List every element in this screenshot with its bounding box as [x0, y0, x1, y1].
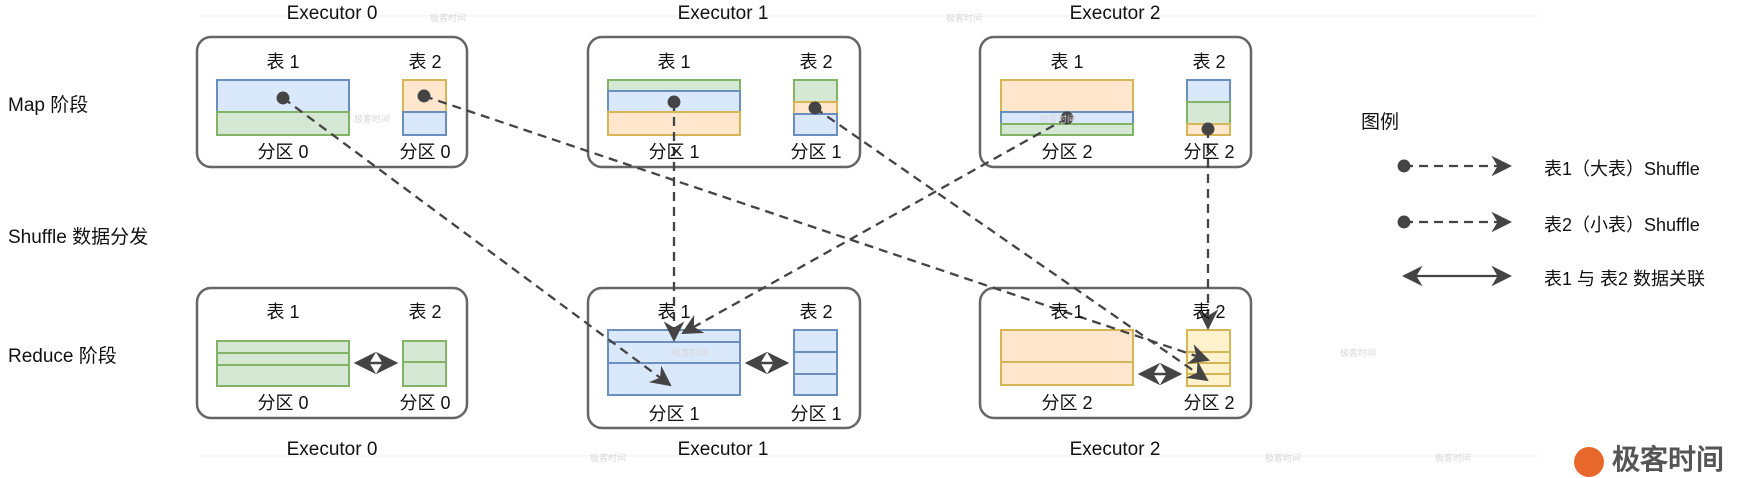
map-e1-table2-label: 表 2 — [799, 52, 833, 72]
map-e2-table1-partition-label: 分区 2 — [1041, 142, 1093, 162]
reduce-e1-table2-partition-label: 分区 1 — [790, 404, 842, 424]
map-e2-table1-partition2 — [1000, 79, 1134, 136]
reduce-e2-table1-partition2 — [1000, 329, 1134, 386]
reduce-e2-table2-label: 表 2 — [1192, 302, 1226, 322]
watermark: 极客时间 — [946, 13, 983, 23]
reduce-e0-table2-partition0 — [402, 340, 447, 387]
brand-logo-text: 极客时间 — [1612, 444, 1725, 475]
map-e0-table1-partition-label: 分区 0 — [257, 142, 309, 162]
stage-shuffle: Shuffle 数据分发 — [8, 227, 149, 248]
watermark: 极客时间 — [590, 453, 627, 463]
map-e2-table1-label: 表 1 — [1050, 52, 1084, 72]
reduce-e1-table1-label: 表 1 — [657, 302, 691, 322]
map-e0-table1-label: 表 1 — [266, 52, 300, 72]
reduce-e0-table2-partition-label: 分区 0 — [399, 393, 451, 413]
legend-item-big-table-shuffle: 表1（大表）Shuffle — [1544, 159, 1700, 179]
stage-map: Map 阶段 — [8, 95, 89, 116]
executor-2-top-title: Executor 2 — [1069, 3, 1161, 24]
reduce-e2-table1-partition-label: 分区 2 — [1041, 393, 1093, 413]
shuffle-join-diagram — [195, 15, 1540, 457]
reduce-e2-table1-label: 表 1 — [1050, 302, 1084, 322]
executor-1-top-title: Executor 1 — [677, 3, 769, 24]
legend-marks — [1397, 155, 1513, 287]
legend-item-small-table-shuffle: 表2（小表）Shuffle — [1544, 215, 1700, 235]
legend-title: 图例 — [1361, 112, 1400, 133]
watermark: 极客时间 — [672, 348, 709, 358]
map-e2-table2-label: 表 2 — [1192, 52, 1226, 72]
reduce-e2-table2-partition-label: 分区 2 — [1183, 393, 1235, 413]
map-e2-table2-partition-label: 分区 2 — [1183, 142, 1235, 162]
watermark: 极客时间 — [430, 13, 467, 23]
reduce-e0-table1-partition-label: 分区 0 — [257, 393, 309, 413]
reduce-e1-table2-partition1 — [793, 329, 838, 396]
legend-item-join: 表1 与 表2 数据关联 — [1544, 269, 1706, 289]
executor-1-bottom-title: Executor 1 — [677, 439, 769, 460]
brand-logo: 极客时间 — [1574, 438, 1724, 478]
map-e0-table2-label: 表 2 — [408, 52, 442, 72]
executor-0-top-title: Executor 0 — [286, 3, 378, 24]
reduce-e0-table1-label: 表 1 — [266, 302, 300, 322]
map-e0-table1-partition0 — [216, 79, 350, 136]
watermark: 极客时间 — [1435, 453, 1472, 463]
map-e1-table2-partition-label: 分区 1 — [790, 142, 842, 162]
watermark: 极客时间 — [1265, 453, 1302, 463]
watermark: 极客时间 — [1340, 348, 1377, 358]
map-e0-table2-partition0 — [402, 79, 447, 136]
stage-reduce: Reduce 阶段 — [8, 346, 117, 367]
reduce-e1-table1-partition1 — [607, 329, 741, 396]
background-guides — [200, 15, 1540, 457]
reduce-e0-table1-partition0 — [216, 340, 350, 387]
executor-2-bottom-title: Executor 2 — [1069, 439, 1161, 460]
map-e2-table2-partition2 — [1186, 79, 1231, 136]
reduce-e2-table2-partition2 — [1186, 329, 1231, 387]
watermark: 极客时间 — [1040, 114, 1077, 124]
reduce-e0-table2-label: 表 2 — [408, 302, 442, 322]
executor-0-bottom-title: Executor 0 — [286, 439, 378, 460]
map-e1-table1-label: 表 1 — [657, 52, 691, 72]
reduce-e1-table2-label: 表 2 — [799, 302, 833, 322]
map-e0-table2-partition-label: 分区 0 — [399, 142, 451, 162]
watermark: 极客时间 — [354, 114, 391, 124]
map-e1-table1-partition-label: 分区 1 — [648, 142, 700, 162]
shuffle-arrows — [276, 89, 1219, 387]
brand-logo-icon — [1574, 446, 1604, 477]
reduce-e1-table1-partition-label: 分区 1 — [648, 404, 700, 424]
shuffle-t2-e1-to-e2 — [808, 101, 1209, 382]
